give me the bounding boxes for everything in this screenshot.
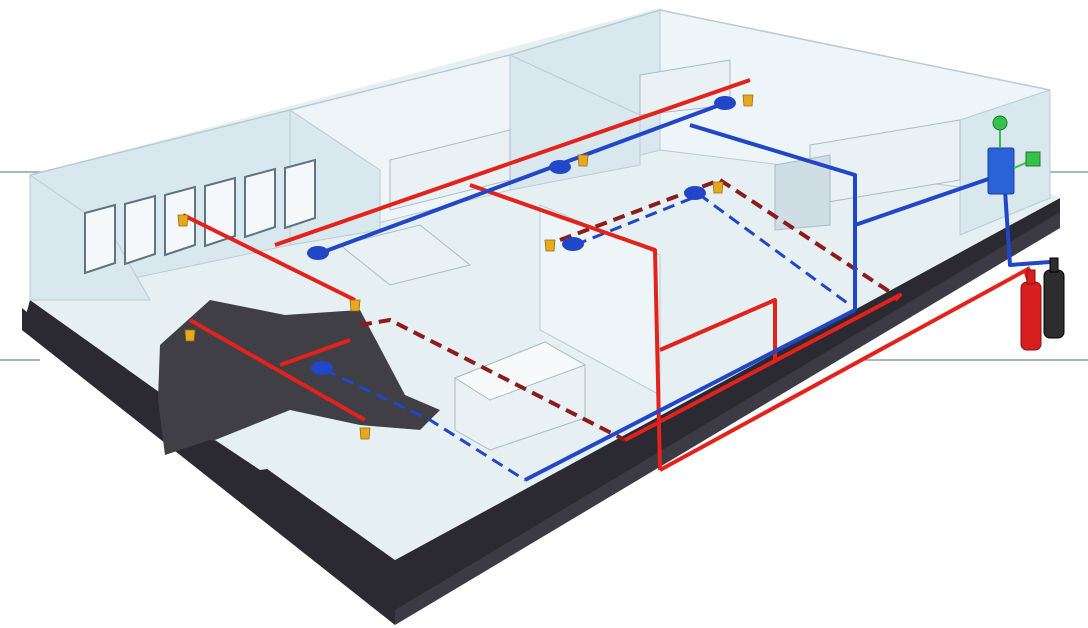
sprinkler-nozzle-icon — [177, 214, 189, 227]
red-branch-center — [469, 183, 662, 471]
cylinder-red-valve — [1026, 269, 1036, 285]
floor-light-patch — [215, 410, 420, 470]
red-pipes — [182, 78, 1032, 472]
cabinet-right-side — [774, 154, 831, 231]
blue-floor-run — [524, 308, 856, 482]
blue-right — [689, 123, 857, 310]
sprinkler-nozzle-icon — [712, 181, 724, 194]
smoke-detector-icon — [684, 186, 706, 200]
window — [124, 194, 156, 266]
red-supply — [624, 293, 902, 442]
blue-panel-down — [1003, 189, 1051, 267]
smoke-detector-icon — [549, 160, 571, 174]
blue-pipes — [314, 101, 1051, 482]
sprinkler-nozzle-icon — [359, 427, 371, 440]
wall-top-edge — [29, 9, 1051, 176]
dark-red-pipe-upper — [559, 177, 892, 294]
blue-panel-feed — [854, 173, 1001, 227]
smoke-detector-icon — [714, 96, 736, 110]
dark-red-pipe-lower — [359, 317, 626, 442]
window — [204, 176, 236, 248]
red-lower-left — [189, 318, 366, 422]
smoke-detector-icon — [562, 237, 584, 251]
fire-extinguisher-icon — [1020, 281, 1042, 351]
furniture — [338, 59, 961, 451]
sprinkler-nozzles — [177, 94, 754, 440]
desk-center — [338, 224, 472, 286]
slab-dark — [22, 198, 1060, 610]
sprinkler-nozzle-icon — [742, 94, 754, 107]
window — [84, 203, 116, 275]
cylinder-black-valve — [1049, 257, 1059, 273]
red-supply-return — [659, 266, 1031, 472]
window — [284, 158, 316, 230]
sprinkler-nozzle-icon — [544, 239, 556, 252]
gas-cylinders — [1020, 257, 1065, 351]
sprinkler-nozzle-icon — [184, 329, 196, 342]
red-branch-left — [182, 213, 356, 302]
sprinkler-nozzle-icon — [577, 154, 589, 167]
sprinkler-nozzle-icon — [349, 299, 361, 312]
dark-red-pipes-dashed — [359, 177, 892, 442]
red-main-top — [274, 78, 751, 247]
alarm-device-icon — [992, 115, 1008, 131]
control-panel — [987, 115, 1041, 195]
red-lower-left-2 — [279, 338, 351, 367]
window — [244, 167, 276, 239]
red-loop — [659, 298, 777, 360]
smoke-detector-icon — [311, 361, 333, 375]
building-base — [22, 198, 1060, 625]
control-panel-icon — [987, 147, 1015, 195]
smoke-detector-icon — [307, 246, 329, 260]
smoke-detectors — [307, 96, 736, 375]
box-front-top — [453, 341, 587, 401]
strobe-device-icon — [1025, 151, 1041, 167]
blue-main-top — [314, 101, 726, 257]
blue-pipe-dashed-lower — [324, 368, 526, 482]
floor-cutaway-shadow — [158, 300, 440, 455]
cabinet-mid — [389, 129, 511, 211]
gas-cylinder-icon — [1043, 269, 1065, 339]
